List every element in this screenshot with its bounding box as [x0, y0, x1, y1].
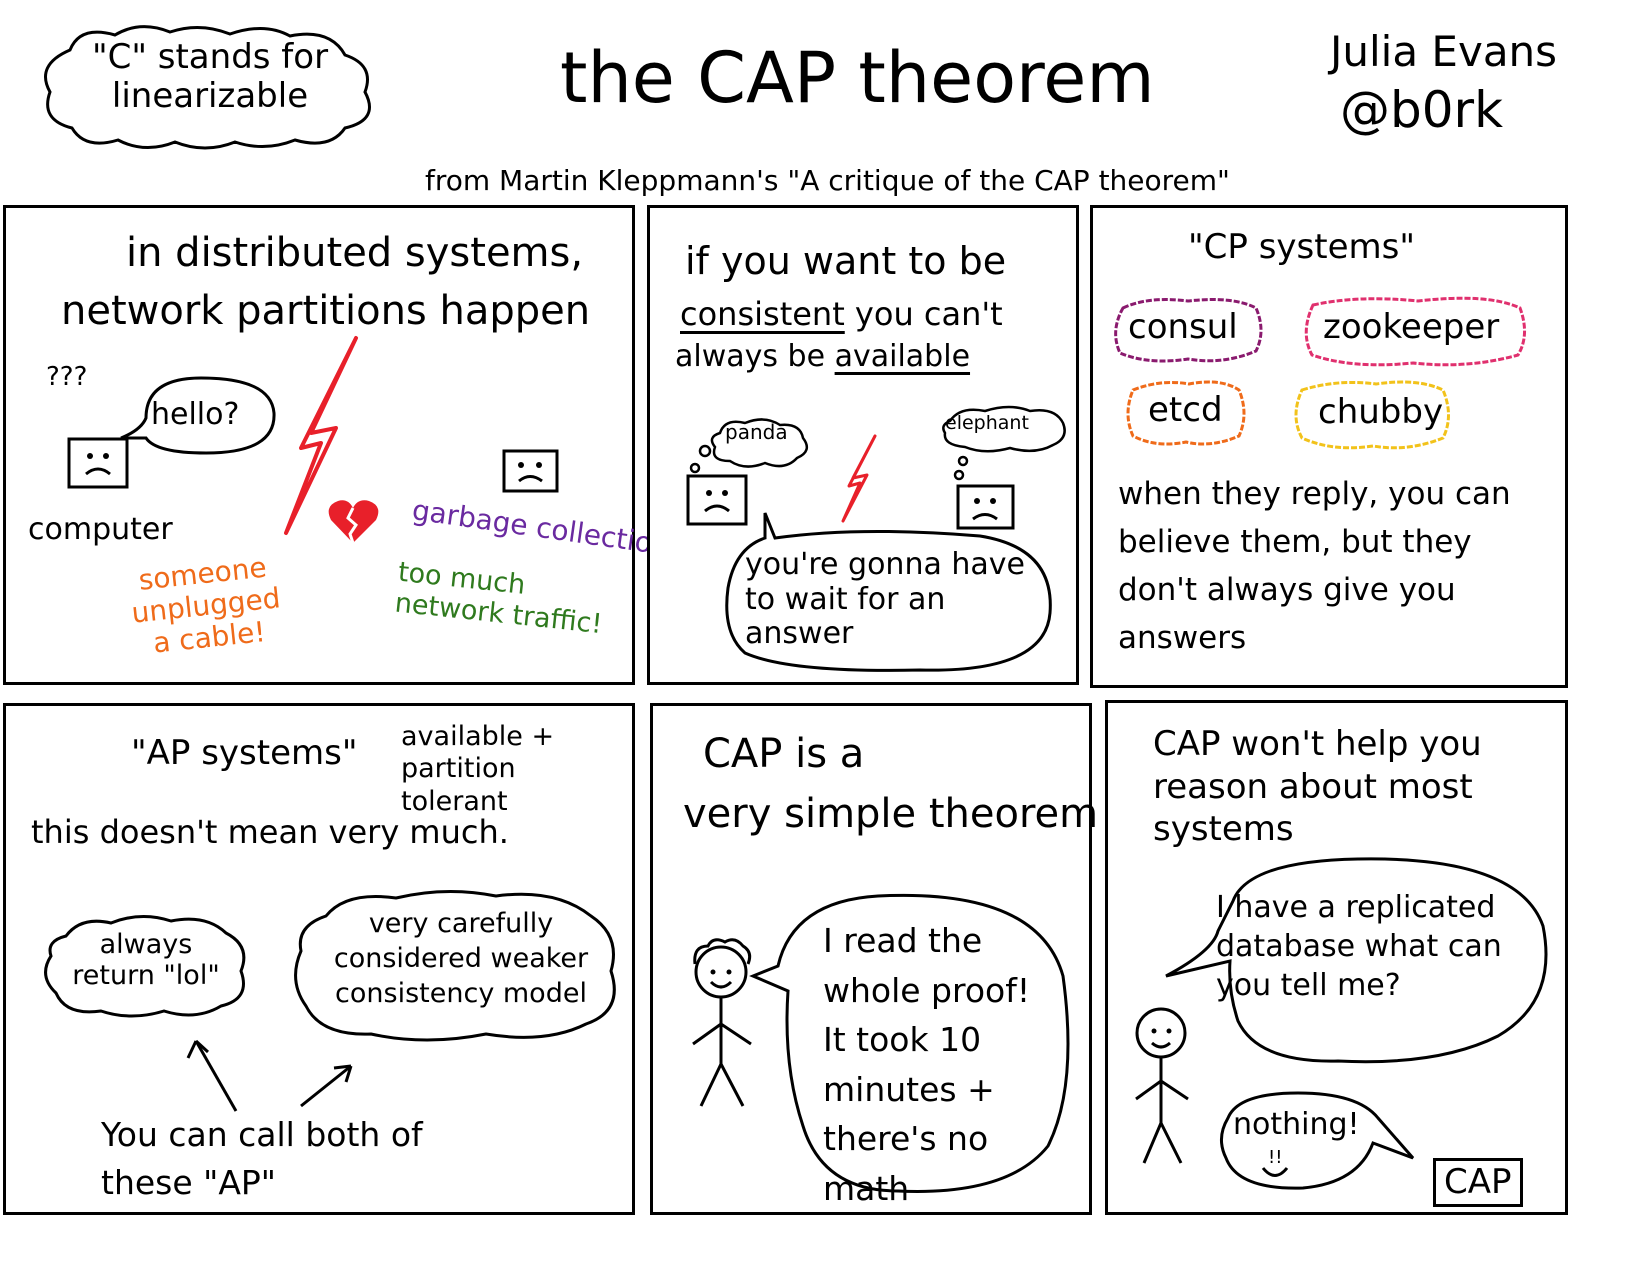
wait-speech-bubble: [725, 512, 1052, 672]
cause-network-traffic: too much network traffic!: [393, 556, 604, 641]
database-question-text: I have a replicated database what can yo…: [1216, 890, 1502, 1003]
panel2-line3: always be available: [675, 339, 971, 375]
panel-cp-systems: "CP systems" consul zookeeper etcd chubb…: [1090, 205, 1568, 688]
computer-label: computer: [28, 512, 173, 547]
sad-computer-elephant: [956, 484, 1015, 530]
consul-cloud: [1114, 298, 1263, 363]
system-zookeeper: zookeeper: [1323, 307, 1500, 347]
arrows-to-clouds: [186, 1039, 353, 1112]
chubby-cloud: [1294, 380, 1450, 450]
page-title: the CAP theorem: [560, 37, 1155, 119]
word-available: available: [834, 339, 971, 374]
nothing-speech-bubble: [1220, 1091, 1415, 1190]
proof-speech-bubble: [749, 893, 1070, 1193]
etcd-cloud: [1126, 380, 1246, 446]
panel-partitions: in distributed systems, network partitio…: [3, 205, 683, 685]
ap-side-note: available + partition tolerant: [401, 721, 555, 817]
system-chubby: chubby: [1318, 392, 1444, 432]
nothing-face-eyes: !!: [1268, 1147, 1283, 1168]
panel1-heading-line2: network partitions happen: [61, 288, 591, 334]
stick-figure-curly: [692, 938, 752, 1107]
cause-unplugged: someone unplugged a cable!: [129, 550, 282, 660]
simple-heading-line1: CAP is a: [703, 731, 865, 777]
thought-elephant-text: elephant: [945, 412, 1029, 434]
ap-footer: You can call both of these "AP": [101, 1115, 423, 1202]
sad-computer-left: [67, 437, 129, 489]
author-handle: @b0rk: [1340, 81, 1504, 139]
cp-body: when they reply, you can believe them, b…: [1118, 476, 1511, 657]
question-marks: ???: [46, 362, 88, 392]
panel-reason-systems: CAP won't help you reason about most sys…: [1105, 700, 1568, 1215]
nothing-answer-text: nothing!: [1233, 1107, 1360, 1142]
reason-heading: CAP won't help you reason about most sys…: [1153, 724, 1482, 849]
hello-text: hello?: [151, 397, 240, 432]
panel-consistency: if you want to be consistent you can't a…: [647, 205, 1079, 685]
panel2-always-be: always be: [675, 339, 826, 374]
stick-figure-smiling: [1135, 1007, 1189, 1164]
zookeeper-cloud: [1304, 296, 1526, 367]
system-consul: consul: [1128, 307, 1238, 347]
panel2-line1: if you want to be: [685, 239, 1007, 283]
simple-heading-line2: very simple theorem: [683, 791, 1099, 837]
word-consistent: consistent: [680, 295, 845, 333]
thought-bubble-elephant: [942, 405, 1066, 481]
nothing-smile: [1261, 1167, 1289, 1177]
thought-bubble-panda: [689, 418, 809, 474]
author-name: Julia Evans: [1330, 27, 1558, 76]
cloud-weaker-consistency: [294, 889, 616, 1042]
wait-speech-text: you're gonna have to wait for an answer: [745, 547, 1025, 651]
lightning-bolt-icon: [284, 336, 358, 535]
panel-ap-systems: "AP systems" available + partition toler…: [3, 703, 635, 1215]
panel2-cant: you can't: [854, 295, 1003, 333]
panel1-heading-line1: in distributed systems,: [126, 230, 584, 276]
proof-speech-text: I read the whole proof! It took 10 minut…: [823, 921, 1031, 1208]
header-cloud-note: "C" stands for linearizable: [91, 37, 329, 117]
broken-heart-icon: [328, 500, 379, 544]
ap-subheading: this doesn't mean very much.: [31, 813, 509, 851]
database-speech-bubble: [1165, 857, 1548, 1064]
cloud-weaker-consistency-text: very carefully considered weaker consist…: [333, 908, 589, 1010]
thought-panda-text: panda: [725, 420, 788, 444]
sad-computer-right: [502, 449, 559, 493]
source-citation: from Martin Kleppmann's "A critique of t…: [425, 164, 1230, 197]
panel-simple-theorem: CAP is a very simple theorem I read the …: [650, 703, 1098, 1215]
panel2-line2: consistent you can't: [680, 296, 1003, 333]
cp-heading: "CP systems": [1188, 227, 1415, 267]
cap-box: CAP: [1433, 1158, 1523, 1208]
header-cloud: [44, 25, 371, 150]
ap-heading: "AP systems": [131, 733, 358, 773]
cloud-always-lol: [44, 915, 246, 1018]
lightning-bolt-icon-small: [841, 434, 877, 523]
cause-garbage-collection: garbage collection!: [410, 493, 683, 564]
cloud-always-lol-text: always return "lol": [72, 929, 220, 992]
sad-computer-panda: [686, 474, 748, 526]
system-etcd: etcd: [1148, 390, 1223, 430]
